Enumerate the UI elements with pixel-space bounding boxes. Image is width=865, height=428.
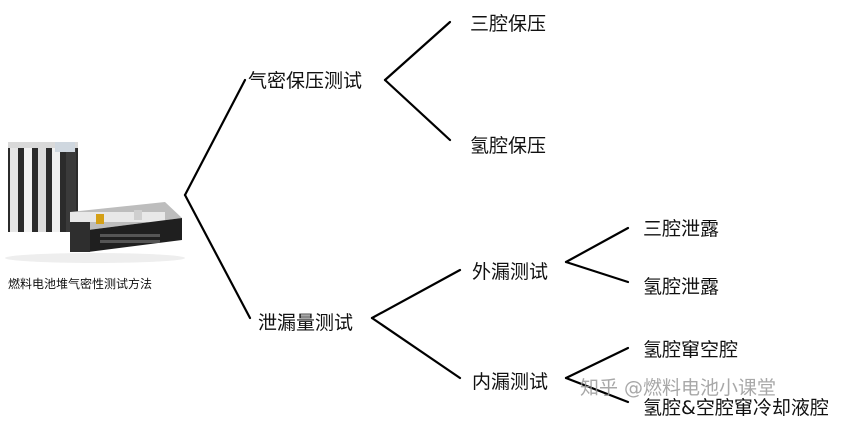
- node-hydrogen-air-to-coolant: 氢腔&空腔窜冷却液腔: [643, 397, 829, 419]
- connector-leak-external: [370, 268, 462, 320]
- node-hydrogen-cavity-pressure: 氢腔保压: [470, 135, 547, 157]
- fuel-cell-stack-image: [5, 142, 185, 263]
- connector-root-leak: [183, 193, 252, 320]
- node-internal-leak-test: 内漏测试: [472, 371, 549, 393]
- connector-external-hydrogen: [564, 260, 630, 284]
- connector-airtight-three: [383, 20, 452, 82]
- connector-internal-h-air-coolant: [564, 376, 630, 404]
- connector-airtight-hydrogen: [383, 78, 452, 142]
- node-hydrogen-cavity-leak: 氢腔泄露: [643, 276, 720, 298]
- diagram-caption: 燃料电池堆气密性测试方法: [8, 277, 153, 291]
- node-leak-test: 泄漏量测试: [258, 312, 354, 334]
- node-hydrogen-to-air-cavity: 氢腔窜空腔: [643, 339, 739, 361]
- connector-internal-h-air: [564, 346, 630, 380]
- tall-stack-illustration: [8, 142, 78, 232]
- connector-root-airtight: [183, 78, 247, 197]
- zhihu-watermark: 知乎 @燃料电池小课堂: [580, 377, 777, 399]
- connector-leak-internal: [370, 316, 462, 380]
- node-airtight-test: 气密保压测试: [248, 70, 363, 92]
- node-three-cavity-pressure: 三腔保压: [470, 13, 547, 35]
- node-three-cavity-leak: 三腔泄露: [643, 218, 720, 240]
- connector-external-three: [564, 226, 630, 264]
- node-external-leak-test: 外漏测试: [472, 261, 549, 283]
- flat-stack-illustration: [70, 202, 182, 252]
